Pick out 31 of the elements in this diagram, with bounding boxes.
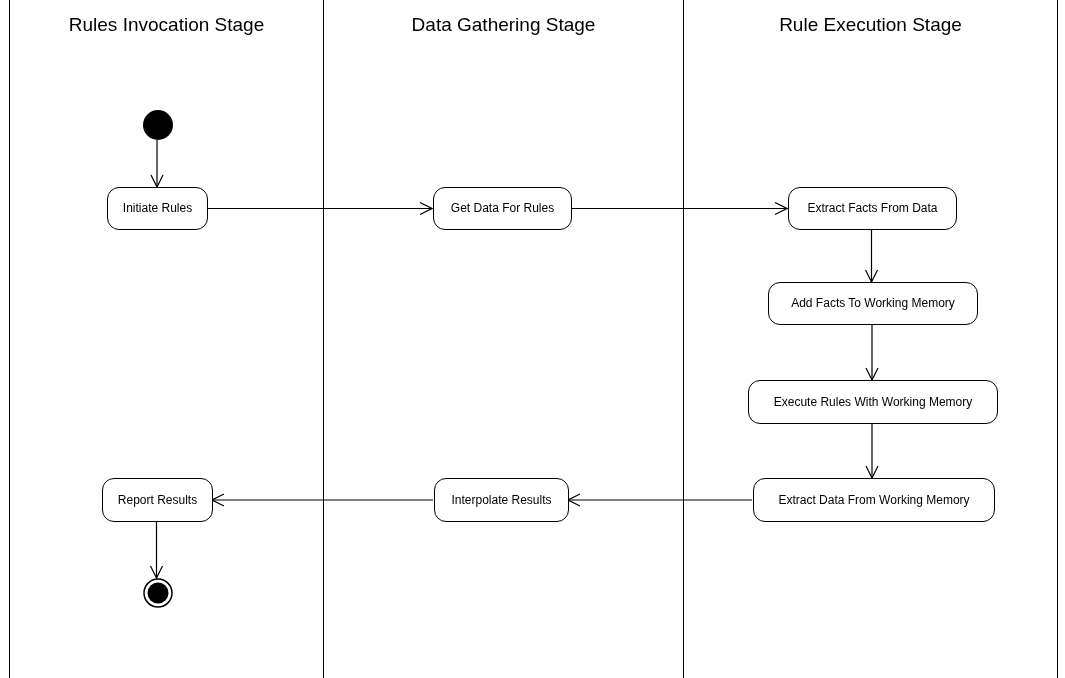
- action-label: Extract Facts From Data: [807, 201, 938, 216]
- action-label: Initiate Rules: [122, 201, 193, 216]
- action-box: [788, 187, 957, 230]
- action-box: [107, 187, 208, 230]
- action-label: Extract Data From Working Memory: [778, 492, 970, 508]
- control-flow-arrow: [211, 493, 434, 507]
- action-label: Report Results: [117, 492, 198, 508]
- action-label: Interpolate Results: [451, 492, 552, 508]
- swimlane: [683, 0, 1058, 678]
- action-label: Add Facts To Working Memory: [791, 296, 955, 311]
- control-flow-arrow: [864, 229, 879, 283]
- action-box: [102, 478, 213, 522]
- final-node: [143, 578, 173, 608]
- control-flow-arrow: [150, 139, 164, 188]
- control-flow-arrow: [865, 324, 879, 381]
- lane-heading: Rule Execution Stage: [778, 13, 963, 37]
- lane-heading: Data Gathering Stage: [410, 13, 597, 37]
- control-flow-arrow: [570, 201, 788, 216]
- control-flow-arrow: [865, 423, 879, 479]
- initial-node: [143, 110, 173, 140]
- control-flow-arrow: [206, 201, 433, 216]
- action-label: Get Data For Rules: [450, 201, 555, 216]
- control-flow-arrow: [567, 493, 753, 507]
- action-box: [748, 380, 998, 424]
- action-box: [768, 282, 978, 325]
- control-flow-arrow: [149, 521, 164, 579]
- action-box: [434, 478, 569, 522]
- lane-heading: Rules Invocation Stage: [67, 13, 266, 37]
- action-box: [433, 187, 572, 230]
- action-box: [753, 478, 995, 522]
- action-label: Execute Rules With Working Memory: [773, 394, 973, 410]
